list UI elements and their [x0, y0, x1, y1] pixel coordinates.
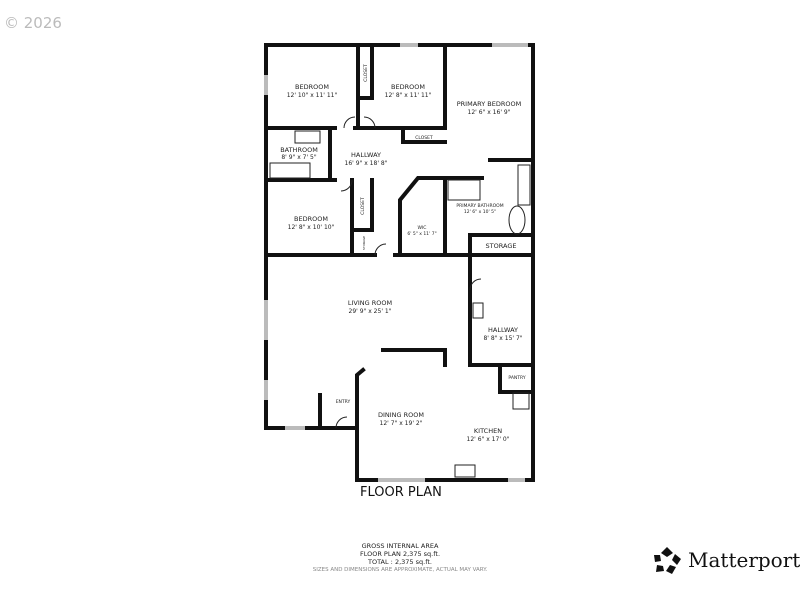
floor-plan-title: FLOOR PLAN [360, 485, 442, 500]
entry-label: ENTRY [336, 399, 351, 405]
room-dimensions: 12' 8" x 11' 11" [385, 92, 432, 99]
room-labels: BEDROOM 12' 10" x 11' 11" BEDROOM 12' 8"… [280, 64, 526, 443]
room-name: BEDROOM [295, 83, 329, 91]
walls [264, 43, 535, 482]
room-name: KITCHEN [474, 427, 502, 435]
disclaimer: SIZES AND DIMENSIONS ARE APPROXIMATE, AC… [312, 567, 488, 573]
room-name: PRIMARY BATHROOM [456, 203, 503, 209]
floor-area: FLOOR PLAN 2,375 sq.ft. [359, 550, 441, 558]
room-name: BEDROOM [294, 215, 328, 223]
fixtures [269, 116, 531, 478]
matterport-logo: Matterport® [652, 545, 800, 575]
room-dimensions: 12' 8" x 10' 10" [288, 224, 335, 231]
storage-label: STORAGE [362, 236, 366, 250]
closet-label: CLOSET [360, 197, 366, 215]
storage-label: STORAGE [486, 242, 517, 250]
room-dimensions: 12' 6" x 17' 0" [467, 436, 510, 443]
room-dimensions: 12' 10" x 11' 11" [287, 92, 338, 99]
room-name: BATHROOM [280, 146, 318, 154]
matterport-logo-icon [654, 547, 681, 574]
windows [264, 43, 528, 482]
room-dimensions: 12' 6" x 10' 5" [464, 209, 496, 215]
room-name: DINING ROOM [378, 411, 424, 419]
room-name: LIVING ROOM [348, 299, 392, 307]
closet-label: CLOSET [415, 135, 433, 141]
room-dimensions: 6' 5" x 11' 7" [407, 231, 436, 237]
room-dimensions: 16' 9" x 18' 8" [345, 160, 388, 167]
area-summary: GROSS INTERNAL AREA FLOOR PLAN 2,375 sq.… [290, 542, 510, 574]
copyright-watermark: © 2026 [4, 14, 62, 32]
room-name: PRIMARY BEDROOM [457, 100, 521, 108]
room-name: BEDROOM [391, 83, 425, 91]
room-name: HALLWAY [488, 326, 518, 334]
room-name: HALLWAY [351, 151, 381, 159]
room-dimensions: 12' 6" x 16' 9" [468, 109, 511, 116]
brand-name: Matterport® [688, 548, 800, 572]
room-dimensions: 29' 9" x 25' 1" [349, 308, 392, 315]
room-name: WIC [418, 225, 427, 231]
room-dimensions: 12' 7" x 19' 2" [380, 420, 423, 427]
total-area: TOTAL : 2,375 sq.ft. [368, 558, 432, 566]
room-dimensions: 8' 8" x 15' 7" [483, 335, 522, 342]
room-dimensions: 8' 9" x 7' 5" [281, 154, 317, 161]
closet-label: CLOSET [363, 64, 369, 82]
pantry-label: PANTRY [508, 375, 525, 381]
area-heading: GROSS INTERNAL AREA [361, 542, 439, 550]
